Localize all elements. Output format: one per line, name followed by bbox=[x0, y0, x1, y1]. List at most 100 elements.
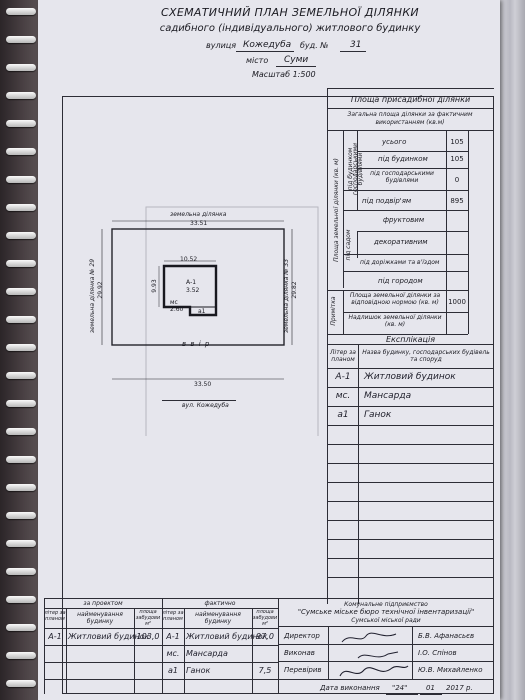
explication-letter: а1 bbox=[337, 410, 349, 420]
area-row-value: 105 bbox=[450, 138, 464, 146]
stamp-org-line2: "Сумське міське бюро технічної інвентари… bbox=[297, 608, 475, 616]
bottom-table-divider bbox=[162, 598, 163, 694]
area-row-label: під подвір'ям bbox=[362, 197, 412, 205]
date-year: 2017 р. bbox=[446, 684, 473, 692]
actual-area: 7,5 bbox=[258, 666, 272, 675]
area-table-col bbox=[357, 130, 358, 210]
by-project-header: за проектом bbox=[83, 600, 123, 607]
bottom-table-left bbox=[44, 598, 45, 694]
house-height: 9.93 bbox=[151, 279, 158, 293]
area-row-value: 895 bbox=[450, 197, 464, 205]
binder-ring bbox=[6, 344, 36, 351]
area-row-label: фруктовим bbox=[383, 216, 425, 224]
neighbor-right-label: земельна ділянка № 33 bbox=[283, 258, 290, 334]
binder-ring bbox=[6, 148, 36, 155]
scale-label: Масштаб 1:500 bbox=[252, 70, 316, 79]
area-table-col bbox=[343, 290, 344, 334]
total-area-label: Загальна площа ділянки за фактичним вико… bbox=[347, 111, 473, 126]
binder-ring bbox=[6, 372, 36, 379]
date-month: 01 bbox=[426, 684, 435, 692]
date-month-underline bbox=[420, 694, 442, 695]
area-row-rule bbox=[357, 231, 468, 232]
area-table-header: Площа присадибної ділянки bbox=[350, 95, 471, 104]
norm-area-label: Площа земельної ділянки за відповідною н… bbox=[349, 292, 441, 306]
building-value: 31 bbox=[350, 40, 362, 50]
stamp-name: Б.В. Афанасьєв bbox=[418, 632, 475, 640]
project-letter: А-1 bbox=[48, 632, 62, 641]
actual-area: 97,0 bbox=[256, 632, 274, 641]
garden-vertical-label: під садом bbox=[345, 229, 352, 261]
explication-title: Експлікація bbox=[385, 335, 436, 344]
area-table-value-col bbox=[446, 130, 447, 334]
street-caption-rule bbox=[162, 400, 236, 401]
explication-rule bbox=[327, 558, 494, 559]
area-table-col bbox=[343, 130, 344, 288]
bottom-table-rule bbox=[44, 662, 278, 663]
bottom-table-top bbox=[44, 598, 278, 599]
area-table-top-border bbox=[327, 88, 494, 89]
explication-name-header: Назва будинку, господарських будівель та… bbox=[362, 349, 490, 363]
binder-ring bbox=[6, 92, 36, 99]
explication-rule bbox=[327, 368, 494, 369]
explication-letter: мс. bbox=[335, 391, 351, 401]
attic-label: мс bbox=[170, 299, 178, 306]
stamp-col bbox=[328, 626, 329, 680]
explication-rule bbox=[327, 387, 494, 388]
binder-ring bbox=[6, 400, 36, 407]
actual-name: Ганок bbox=[186, 666, 211, 675]
explication-left bbox=[327, 344, 328, 604]
stamp-role: Перевірив bbox=[284, 666, 322, 674]
actual-name-header: найменування будинку bbox=[195, 611, 241, 625]
signature-checker bbox=[339, 665, 409, 677]
binder-ring bbox=[6, 568, 36, 575]
document-subtitle: садибного (індивідуального) житлового бу… bbox=[159, 23, 421, 34]
area-row-rule bbox=[327, 334, 468, 335]
explication-letter-header: Літер за планом bbox=[330, 349, 356, 363]
area-row-label: під будинком bbox=[378, 155, 428, 163]
area-table-rule bbox=[327, 108, 494, 109]
binder-ring bbox=[6, 232, 36, 239]
binder-ring bbox=[6, 596, 36, 603]
bottom-table-right bbox=[278, 598, 279, 694]
explication-rule bbox=[327, 482, 494, 483]
stamp-name: І.О. Спінов bbox=[418, 649, 457, 657]
binder-ring bbox=[6, 204, 36, 211]
plot-boundary bbox=[111, 228, 285, 346]
area-vertical-label: Площа земельної ділянки (кв. м) bbox=[333, 158, 340, 262]
actual-name: Мансарда bbox=[186, 649, 228, 658]
area-row-rule bbox=[343, 210, 468, 211]
project-area: 103,0 bbox=[136, 632, 160, 641]
actual-area-header: площа забудови м² bbox=[252, 609, 278, 627]
area-table-left-border bbox=[327, 88, 328, 344]
bottom-table-rule bbox=[44, 645, 278, 646]
norm-area-value: 1000 bbox=[448, 298, 466, 306]
actual-letter: А-1 bbox=[166, 632, 180, 641]
binder-ring bbox=[6, 680, 36, 687]
project-name-header: найменування будинку bbox=[77, 611, 123, 625]
signature-director bbox=[341, 632, 397, 643]
stamp-rule bbox=[278, 644, 494, 645]
binder-ring bbox=[6, 428, 36, 435]
project-area-header: площа забудови м² bbox=[135, 609, 161, 627]
actual-name: Житловий будинок bbox=[186, 632, 268, 641]
neighbor-top-label: земельна ділянка bbox=[170, 211, 227, 218]
stamp-role: Виконав bbox=[284, 649, 315, 657]
site-plan bbox=[101, 206, 319, 436]
explication-letter: А-1 bbox=[335, 372, 351, 382]
date-label: Дата виконання bbox=[320, 684, 380, 692]
binder-rings bbox=[0, 0, 40, 700]
city-underline bbox=[276, 66, 316, 67]
date-day-underline bbox=[386, 694, 418, 695]
area-row-label: під господарськими будівлями bbox=[370, 170, 434, 184]
street-label: вулиця bbox=[206, 41, 237, 50]
project-name: Житловий будинок bbox=[68, 632, 150, 641]
explication-rule bbox=[327, 501, 494, 502]
neighbor-left-label: земельна ділянка № 29 bbox=[89, 258, 96, 334]
binder-ring bbox=[6, 176, 36, 183]
explication-col bbox=[358, 344, 359, 604]
house-label: А-1 bbox=[186, 279, 197, 286]
area-table-col bbox=[357, 231, 358, 258]
actual-header: фактично bbox=[204, 600, 236, 607]
height-right: 29.82 bbox=[291, 281, 298, 299]
city-value: Суми bbox=[284, 55, 309, 65]
